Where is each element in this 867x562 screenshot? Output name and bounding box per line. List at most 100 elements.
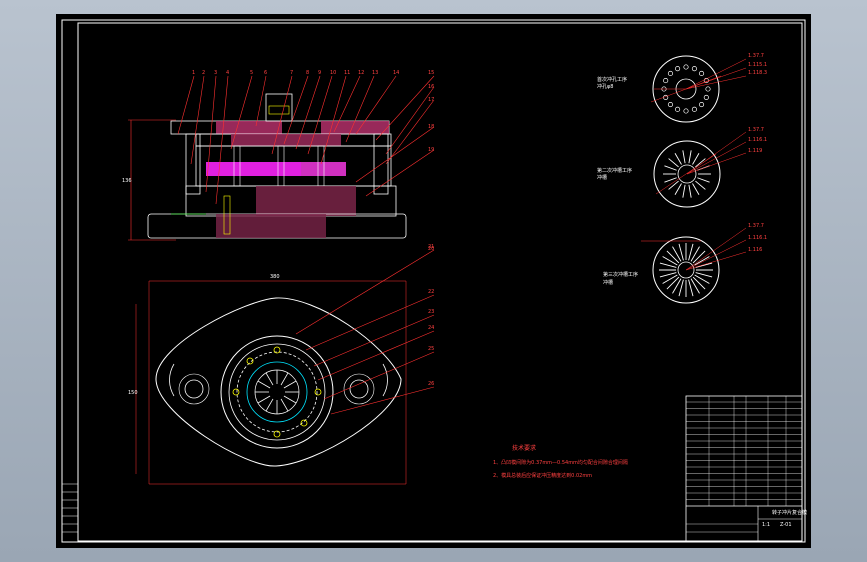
process-view-3: 第三次冲槽工序 冲槽 1.37.7 1.116.1 1.116 — [603, 223, 767, 304]
tech-req-item-1: 1、凸凹模间隙为0.37mm—0.54mm均匀配合间隙合理间隔 — [493, 459, 628, 466]
process-2-slot — [674, 152, 682, 165]
revision-strip — [61, 483, 79, 543]
part-label-7: 7 — [290, 70, 293, 76]
process-1-hole — [675, 66, 681, 72]
part-label-6: 6 — [264, 70, 267, 76]
base-depth-dimension: 150 — [128, 390, 138, 396]
part-label-14: 14 — [393, 70, 399, 76]
process-1-hole — [703, 94, 709, 100]
process-2-slot — [668, 158, 679, 168]
rotor-slot — [283, 395, 297, 404]
process-3-slot — [690, 246, 700, 262]
part-label-8: 8 — [306, 70, 309, 76]
process-2-slot — [664, 177, 677, 183]
part-label-15: 15 — [428, 70, 434, 76]
plan-label-21: 21 — [428, 244, 434, 250]
part-label-12: 12 — [358, 70, 364, 76]
part-label-9: 9 — [318, 70, 321, 76]
plan-label-25: 25 — [428, 346, 434, 352]
process-3-slot — [694, 274, 710, 284]
process-3-slot — [659, 272, 677, 278]
process-3-dim-1: 1.37.7 — [748, 223, 764, 229]
height-dimension: 136 — [122, 178, 132, 184]
process-1-hole — [663, 78, 669, 84]
process-2-slot — [674, 183, 682, 196]
cad-viewport[interactable]: 13 6 — [56, 14, 811, 548]
process-2-caption-line1: 第二次冲槽工序 — [597, 167, 632, 174]
part-label-20: 20 — [428, 246, 434, 252]
drawing-number: Z-01 — [780, 522, 792, 528]
inner-frame — [77, 22, 803, 542]
process-2-dim-1: 1.37.7 — [748, 127, 764, 133]
process-2-slot — [692, 183, 700, 196]
part-label-5: 5 — [250, 70, 253, 76]
plan-view: 380 150 — [128, 249, 435, 485]
process-3-slot — [678, 243, 684, 261]
process-1-hole — [691, 106, 697, 112]
process-1-hole — [699, 102, 705, 108]
process-2-dim-2: 1.116.1 — [748, 137, 767, 143]
part-label-16: 16 — [428, 84, 434, 90]
process-2-slot — [682, 184, 686, 198]
rotor-slot — [265, 398, 274, 412]
process-2-slot — [695, 180, 706, 190]
plan-label-24: 24 — [428, 325, 434, 331]
plan-label-23: 23 — [428, 309, 434, 315]
front-section-view: 136 — [122, 75, 435, 241]
process-3-slot — [688, 279, 694, 297]
part-label-18: 18 — [428, 124, 434, 130]
part-label-19: 19 — [428, 147, 434, 153]
process-3-slot — [694, 256, 710, 266]
part-label-2: 2 — [202, 70, 205, 76]
plan-label-26: 26 — [428, 381, 434, 387]
part-label-17: 17 — [428, 97, 434, 103]
process-3-slot — [692, 276, 706, 290]
process-3-slot — [688, 243, 694, 261]
base-width-dimension: 380 — [270, 274, 280, 280]
rotor-slot — [257, 380, 271, 389]
process-3-slot — [690, 278, 700, 294]
process-2-slot — [692, 152, 700, 165]
process-1-hole — [675, 106, 681, 112]
process-2-slot — [682, 150, 686, 164]
process-3-slot — [666, 250, 680, 264]
process-1-dim-2: 1.115.1 — [748, 62, 767, 68]
tech-req-heading: 技术要求 — [512, 444, 536, 452]
process-2-dim-3: 1.119 — [748, 148, 762, 154]
part-label-10: 10 — [330, 70, 336, 76]
process-2-slot — [664, 165, 677, 171]
part-label-11: 11 — [344, 70, 350, 76]
process-1-hole — [699, 70, 705, 76]
rotor-slot — [280, 398, 289, 412]
part-number-labels-right: 16 17 18 19 20 — [428, 84, 434, 252]
process-1-dim-3: 1.118.3 — [748, 70, 767, 76]
process-1-caption-line2: 冲孔φ8 — [597, 83, 613, 90]
process-1-hole — [667, 70, 673, 76]
process-3-slot — [695, 262, 713, 268]
process-2-slot — [688, 150, 692, 164]
plan-part-labels: 21 22 23 24 25 26 — [428, 244, 434, 387]
rotor-slot — [257, 395, 271, 404]
process-3-slot — [678, 279, 684, 297]
process-3-caption-line1: 第三次冲槽工序 — [603, 271, 638, 278]
process-2-slot — [697, 177, 710, 183]
process-3-slot — [662, 256, 678, 266]
process-3-slot — [672, 278, 682, 294]
process-2-slot — [695, 158, 706, 168]
rotor-slot — [265, 372, 274, 386]
part-number-labels-top: 1 2 3 4 5 6 7 8 9 10 11 12 13 14 15 — [192, 70, 434, 76]
process-1-dim-1: 1.37.7 — [748, 53, 764, 59]
process-1-caption-line1: 首次冲孔工序 — [597, 76, 627, 83]
tech-req-item-2: 2、模具总装后应保证冲压精度达到0.02mm — [493, 472, 592, 479]
technical-requirements: 技术要求 1、凸凹模间隙为0.37mm—0.54mm均匀配合间隙合理间隔 2、模… — [493, 444, 628, 479]
plan-label-22: 22 — [428, 289, 434, 295]
process-1-hole — [667, 102, 673, 108]
part-label-13: 13 — [372, 70, 378, 76]
process-2-caption-line2: 冲槽 — [597, 174, 607, 181]
process-3-slot — [672, 246, 682, 262]
process-3-slot — [662, 274, 678, 284]
process-3-dim-2: 1.116.1 — [748, 235, 767, 241]
process-1-hole — [705, 86, 711, 92]
part-label-4: 4 — [226, 70, 229, 76]
cad-drawing: 13 6 — [61, 19, 807, 543]
